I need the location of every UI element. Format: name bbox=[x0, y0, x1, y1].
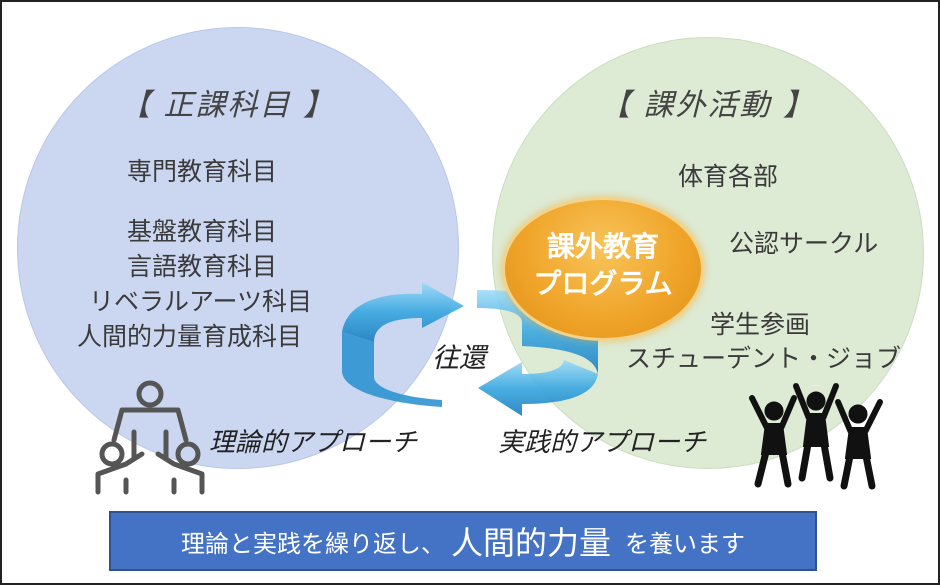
subject-liberal-arts: リベラルアーツ科目 bbox=[89, 287, 313, 316]
practical-approach-label: 実践的アプローチ bbox=[498, 428, 707, 458]
activity-official-circles: 公認サークル bbox=[729, 229, 879, 258]
subject-human-capacity: 人間的力量育成科目 bbox=[77, 322, 303, 351]
banner-text-part2: を養います bbox=[625, 529, 745, 558]
highlight-line-1: 課外教育 bbox=[546, 230, 659, 263]
extracurricular-program-highlight: 課外教育 プログラム bbox=[502, 197, 704, 341]
subject-specialized: 専門教育科目 bbox=[127, 157, 278, 186]
activity-sports-clubs: 体育各部 bbox=[678, 162, 779, 191]
summary-banner: 理論と実践を繰り返し、 人間的力量 を養います bbox=[109, 511, 817, 571]
extracurricular-heading: 【 課外活動 】 bbox=[600, 88, 816, 123]
highlight-line-2: プログラム bbox=[533, 267, 673, 300]
banner-emphasis: 人間的力量 bbox=[450, 524, 611, 562]
activity-student-participation: 学生参画 bbox=[710, 310, 811, 339]
activity-student-job: スチューデント・ジョブ bbox=[626, 344, 902, 373]
subject-language: 言語教育科目 bbox=[127, 252, 278, 281]
subject-foundation: 基盤教育科目 bbox=[127, 217, 278, 246]
theoretical-approach-label: 理論的アプローチ bbox=[209, 428, 418, 458]
cycle-label: 往還 bbox=[432, 343, 486, 374]
curricular-heading: 【 正課科目 】 bbox=[120, 88, 336, 123]
banner-text-part1: 理論と実践を繰り返し、 bbox=[180, 529, 445, 558]
